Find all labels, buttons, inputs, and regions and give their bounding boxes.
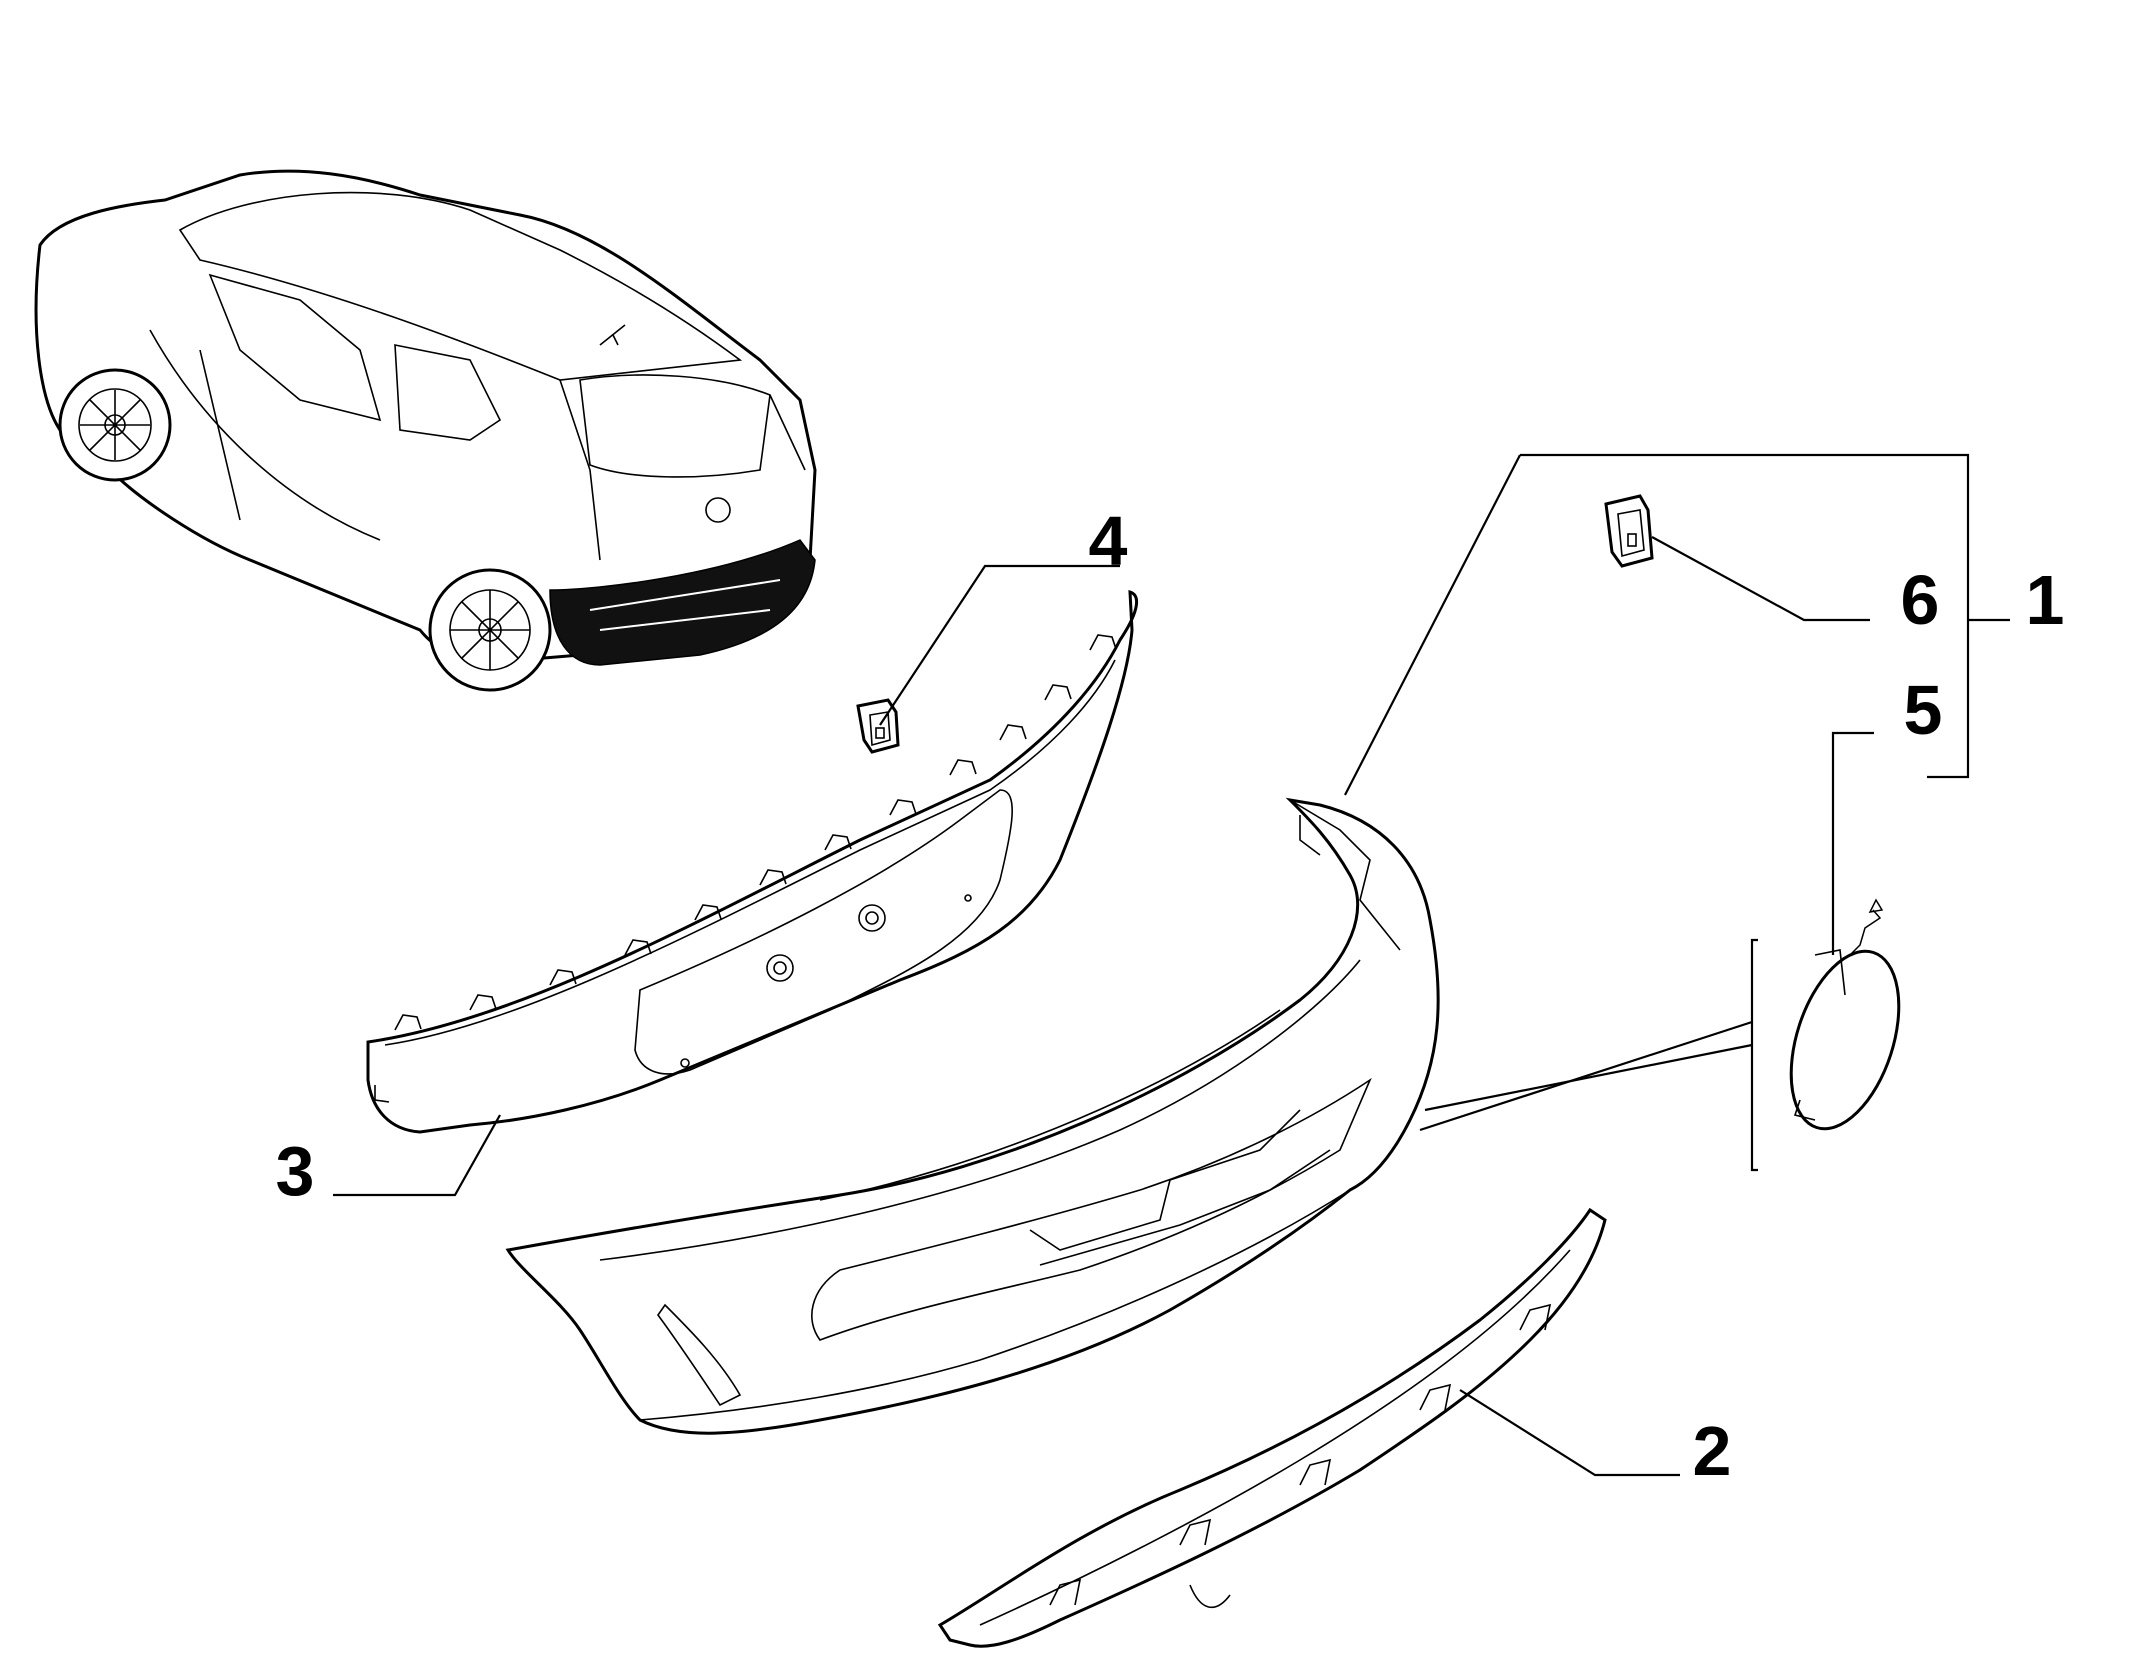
callout-1: 1 [2026, 561, 2065, 639]
diffuser-icon [937, 1207, 1607, 1648]
clip-icon [1604, 494, 1654, 568]
leader-lines [333, 453, 2010, 1477]
callout-4: 4 [1089, 502, 1128, 580]
callout-2: 2 [1693, 1412, 1732, 1490]
callout-6: 6 [1901, 561, 1940, 639]
car-overview-icon [34, 169, 817, 692]
plate-trim-icon [366, 589, 1139, 1134]
callout-3: 3 [276, 1132, 315, 1210]
callout-5: 5 [1904, 671, 1943, 749]
rear-bumper-icon [505, 797, 1440, 1435]
tow-hook-cap-icon [1789, 898, 1901, 1131]
